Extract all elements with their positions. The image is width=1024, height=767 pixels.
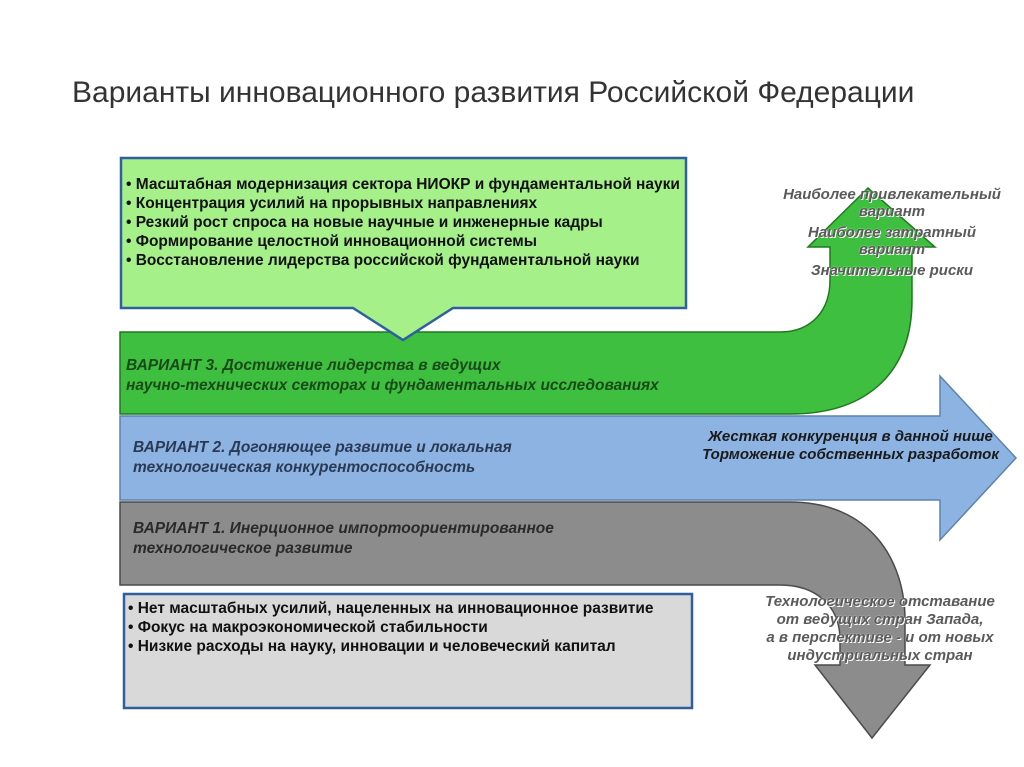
- variant1-line2: технологическое развитие: [133, 540, 353, 557]
- variant3-line1: ВАРИАНТ 3. Достижение лидерства в ведущи…: [126, 357, 501, 374]
- bottom-box-item: • Нет масштабных усилий, нацеленных на и…: [128, 600, 654, 617]
- note-west: от ведущих стран Запада,: [776, 611, 984, 628]
- top-box-item: • Восстановление лидерства российской фу…: [126, 252, 640, 269]
- top-box-item: • Концентрация усилий на прорывных напра…: [126, 195, 538, 212]
- top-box-list: • Масштабная модернизация сектора НИОКР …: [126, 175, 681, 270]
- notes-up: Наиболее привлекательный вариант Наиболе…: [782, 186, 1002, 283]
- top-box-item: • Масштабная модернизация сектора НИОКР …: [126, 176, 680, 193]
- variant1-arrow: [119, 501, 932, 740]
- notes-down: Технологическое отставание от ведущих ст…: [745, 593, 1015, 668]
- notes-right: Жесткая конкуренция в данной нише Тормож…: [688, 428, 1013, 467]
- bottom-callout-box: [122, 592, 694, 710]
- variant3-arrow: [119, 186, 937, 415]
- variant3-line2: научно-технических секторах и фундамента…: [126, 377, 659, 394]
- top-callout-box: [119, 156, 688, 342]
- note-slowdown: Торможение собственных разработок: [702, 446, 999, 463]
- top-box-item: • Формирование целостной инновационной с…: [126, 233, 538, 250]
- variant2-line1: ВАРИАНТ 2. Догоняющее развитие и локальн…: [133, 439, 512, 456]
- note-costly: Наиболее затратный вариант: [808, 224, 976, 258]
- variant2-arrow: [119, 374, 1018, 542]
- bottom-box-item: • Низкие расходы на науку, инновации и ч…: [128, 638, 616, 655]
- variant3-label: ВАРИАНТ 3. Достижение лидерства в ведущи…: [126, 356, 659, 396]
- variant1-line1: ВАРИАНТ 1. Инерционное импортоориентиров…: [133, 520, 554, 537]
- note-lag: Технологическое отставание: [765, 593, 995, 610]
- note-risks: Значительные риски: [810, 262, 974, 279]
- variant1-label: ВАРИАНТ 1. Инерционное импортоориентиров…: [133, 519, 554, 559]
- bottom-box-item: • Фокус на макроэкономической стабильнос…: [128, 619, 488, 636]
- note-competition: Жесткая конкуренция в данной нише: [708, 428, 993, 445]
- variant2-line2: технологическая конкурентоспособность: [133, 459, 476, 476]
- page-title: Варианты инновационного развития Российс…: [72, 76, 915, 109]
- bottom-box-list: • Нет масштабных усилий, нацеленных на и…: [128, 599, 683, 656]
- note-attractive: Наиболее привлекательный вариант: [783, 186, 1001, 220]
- note-perspective: а в перспективе - и от новых: [766, 629, 994, 646]
- note-industrial: индустриальных стран: [787, 647, 973, 664]
- variant2-label: ВАРИАНТ 2. Догоняющее развитие и локальн…: [133, 438, 512, 478]
- top-box-item: • Резкий рост спроса на новые научные и …: [126, 214, 603, 231]
